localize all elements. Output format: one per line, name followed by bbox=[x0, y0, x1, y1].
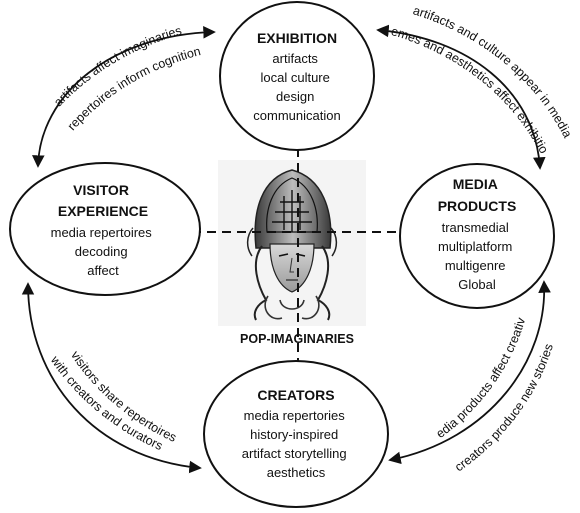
node-creators-title: CREATORS bbox=[257, 387, 334, 403]
node-creators-title-line: CREATORS bbox=[257, 387, 334, 403]
edges bbox=[21, 24, 551, 474]
node-exhibition-item: communication bbox=[253, 108, 340, 123]
node-visitor-title-line: VISITOR bbox=[73, 182, 129, 198]
node-visitor-item: media repertoires bbox=[51, 225, 153, 240]
node-exhibition-item: design bbox=[276, 89, 314, 104]
node-exhibition-ellipse bbox=[219, 1, 375, 151]
node-creators-items: media repertories history-inspired artif… bbox=[242, 408, 350, 480]
node-exhibition-title: EXHIBITION bbox=[257, 30, 337, 46]
node-creators-item: artifact storytelling bbox=[242, 446, 347, 461]
node-visitor-items: media repertoires decoding affect bbox=[51, 225, 156, 278]
edge-label-visitor-creators-inner: with creators and curators bbox=[47, 353, 164, 453]
node-visitor-item: affect bbox=[87, 263, 119, 278]
node-visitor-title-line: EXPERIENCE bbox=[58, 203, 148, 219]
node-creators-item: history-inspired bbox=[250, 427, 338, 442]
edge-label-exhibition-media-outer: artifacts and culture appear in media bbox=[411, 3, 574, 140]
edge-label-text: with creators and curators bbox=[47, 353, 164, 453]
edge-visitor-exhibition-arrow bbox=[32, 26, 216, 168]
node-media-item: multigenre bbox=[445, 258, 506, 273]
node-media-item: Global bbox=[458, 277, 496, 292]
node-media-item: transmedial bbox=[442, 220, 509, 235]
center-illustration bbox=[218, 160, 366, 326]
node-media-title-line: PRODUCTS bbox=[438, 198, 517, 214]
edge-exhibition-media-arrow bbox=[376, 24, 546, 170]
node-creators-item: aesthetics bbox=[267, 465, 326, 480]
node-exhibition-items: artifacts local culture design communica… bbox=[253, 51, 340, 123]
node-media-title-line: MEDIA bbox=[453, 176, 498, 192]
edge-label-text: artifacts and culture appear in media bbox=[411, 3, 574, 140]
node-creators-ellipse bbox=[203, 360, 389, 508]
node-exhibition: EXHIBITION artifacts local culture desig… bbox=[219, 1, 375, 151]
node-creators-item: media repertories bbox=[244, 408, 346, 423]
edge-visitor-creators-arrow bbox=[21, 282, 202, 474]
node-exhibition-item: artifacts bbox=[272, 51, 318, 66]
center-label: POP-IMAGINARIES bbox=[240, 332, 354, 346]
node-visitor-experience: VISITOR EXPERIENCE media repertoires dec… bbox=[9, 162, 201, 296]
node-exhibition-item: local culture bbox=[261, 70, 330, 85]
node-media-item: multiplatform bbox=[438, 239, 512, 254]
edge-creators-media-arrow bbox=[388, 280, 551, 465]
dashed-cross bbox=[192, 148, 404, 365]
node-visitor-item: decoding bbox=[75, 244, 128, 259]
edge-label-visitor-exhibition-inner: repertoires inform cognition bbox=[65, 44, 202, 133]
node-media-title: MEDIA PRODUCTS bbox=[438, 176, 517, 214]
edge-label-text: repertoires inform cognition bbox=[65, 44, 202, 133]
node-creators: CREATORS media repertories history-inspi… bbox=[203, 360, 389, 508]
node-media-products: MEDIA PRODUCTS transmedial multiplatform… bbox=[399, 163, 555, 309]
node-visitor-title: VISITOR EXPERIENCE bbox=[58, 182, 148, 219]
node-exhibition-title-line: EXHIBITION bbox=[257, 30, 337, 46]
